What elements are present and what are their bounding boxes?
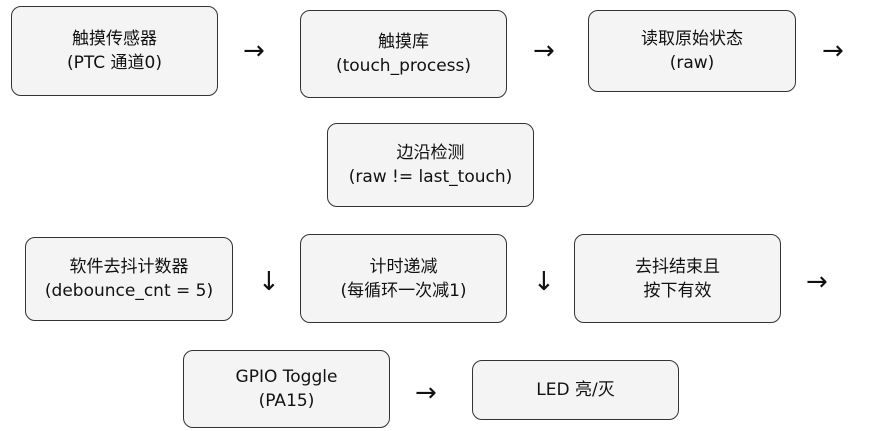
arrow-right-4: → bbox=[806, 267, 828, 297]
node-touch-sensor: 触摸传感器 (PTC 通道0) bbox=[11, 6, 218, 96]
arrow-right-1: → bbox=[243, 36, 265, 66]
node-touch-library: 触摸库 (touch_process) bbox=[300, 10, 507, 98]
node-edge-detect: 边沿检测 (raw != last_touch) bbox=[327, 123, 534, 207]
node-label: GPIO Toggle bbox=[235, 367, 338, 387]
node-sublabel: (touch_process) bbox=[335, 56, 472, 76]
node-sublabel: (debounce_cnt = 5) bbox=[44, 281, 214, 301]
arrow-down-1: ↓ bbox=[258, 267, 280, 297]
node-sublabel: (PTC 通道0) bbox=[67, 53, 162, 73]
node-label: 去抖结束且 bbox=[635, 256, 720, 277]
node-label: 触摸传感器 bbox=[72, 29, 157, 49]
arrow-right-2: → bbox=[533, 36, 555, 66]
node-sublabel: (PA15) bbox=[258, 391, 315, 411]
arrow-right-5: → bbox=[415, 378, 437, 408]
node-led: LED 亮/灭 bbox=[472, 360, 679, 420]
node-label: 计时递减 bbox=[369, 256, 438, 277]
node-sublabel: (raw != last_touch) bbox=[348, 167, 513, 187]
node-label: LED 亮/灭 bbox=[536, 380, 615, 400]
node-sublabel: 按下有效 bbox=[643, 280, 712, 301]
node-software-debounce: 软件去抖计数器 (debounce_cnt = 5) bbox=[25, 237, 233, 321]
node-sublabel: (每循环一次减1) bbox=[340, 280, 467, 301]
arrow-right-3: → bbox=[822, 36, 844, 66]
arrow-down-2: ↓ bbox=[533, 267, 555, 297]
node-sublabel: (raw) bbox=[669, 53, 715, 73]
node-label: 读取原始状态 bbox=[641, 29, 743, 49]
node-gpio-toggle: GPIO Toggle (PA15) bbox=[183, 350, 390, 428]
node-label: 边沿检测 bbox=[396, 143, 465, 163]
node-press-valid: 去抖结束且 按下有效 bbox=[574, 234, 781, 323]
node-countdown: 计时递减 (每循环一次减1) bbox=[300, 234, 507, 323]
node-label: 软件去抖计数器 bbox=[69, 257, 189, 277]
node-label: 触摸库 bbox=[378, 32, 429, 52]
node-read-raw: 读取原始状态 (raw) bbox=[588, 10, 796, 92]
